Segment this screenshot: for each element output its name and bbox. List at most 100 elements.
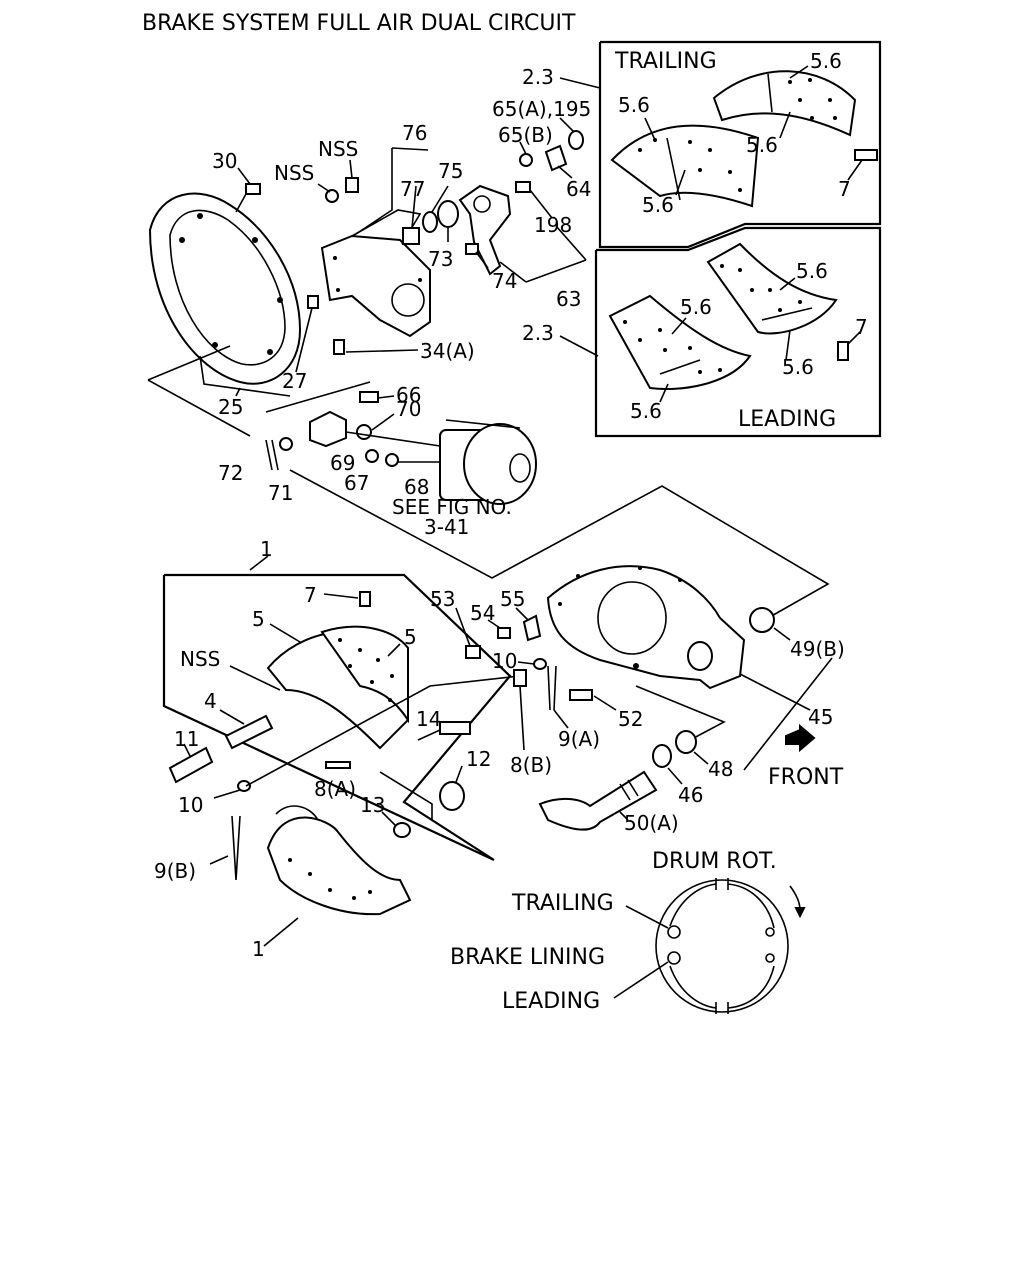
stud-8b-icon xyxy=(513,669,527,687)
leading-lining-right xyxy=(706,242,838,335)
callout-trailing-5-6-a: 5.6 xyxy=(810,49,842,73)
washer-68-icon xyxy=(385,453,399,467)
callout-64: 64 xyxy=(566,177,591,201)
callout-8a: 8(A) xyxy=(314,777,356,801)
callout-leading-7: 7 xyxy=(855,315,868,339)
retainer-13-icon xyxy=(393,822,411,838)
callout-11: 11 xyxy=(174,727,199,751)
washer-65b-icon xyxy=(519,153,533,167)
seal-75-icon xyxy=(422,211,438,233)
drum-rot-label: DRUM ROT. xyxy=(652,849,777,874)
callout-55: 55 xyxy=(500,587,525,611)
callout-52: 52 xyxy=(618,707,643,731)
brake-lining-label: BRAKE LINING xyxy=(450,945,605,970)
callout-7: 7 xyxy=(304,583,317,607)
callout-nss-1: NSS xyxy=(318,137,358,161)
leading-lining-left xyxy=(608,294,752,391)
front-arrow-icon xyxy=(785,723,816,753)
callout-77: 77 xyxy=(400,177,425,201)
callout-70: 70 xyxy=(396,397,421,421)
callout-72: 72 xyxy=(218,461,243,485)
callout-73: 73 xyxy=(428,247,453,271)
callout-71: 71 xyxy=(268,481,293,505)
see-fig-label: SEE FIG NO. xyxy=(392,495,512,519)
spring-9a-icon xyxy=(547,665,557,711)
callout-46: 46 xyxy=(678,783,703,807)
callout-trailing-5-6-b: 5.6 xyxy=(618,93,650,117)
callout-13: 13 xyxy=(360,793,385,817)
pin-11 xyxy=(168,746,214,784)
brake-chamber-area: 66 70 72 71 69 67 68 SEE FIG NO. 3-41 xyxy=(218,383,830,619)
anchor-pin-4 xyxy=(224,714,274,750)
callout-9a: 9(A) xyxy=(558,727,600,751)
trailing-lining-right xyxy=(712,70,857,137)
callout-14: 14 xyxy=(416,707,441,731)
bolt-198-icon xyxy=(515,181,531,193)
brake-shoe-assembly-1 xyxy=(266,816,412,916)
rivet-7-icon xyxy=(359,591,371,607)
callout-trailing-5-6-d: 5.6 xyxy=(642,193,674,217)
callout-65b: 65(B) xyxy=(498,123,553,147)
callout-8b: 8(B) xyxy=(510,753,552,777)
callout-trailing-5-6-c: 5.6 xyxy=(746,133,778,157)
trailing-rivet-icon xyxy=(854,149,878,161)
pin-27-icon xyxy=(307,295,319,309)
seal-46-icon xyxy=(652,744,672,768)
callout-1-bottom: 1 xyxy=(252,937,265,961)
callout-66: 66 xyxy=(396,383,421,407)
callout-2-3-top: 2.3 xyxy=(522,65,554,89)
callout-9b: 9(B) xyxy=(154,859,196,883)
callout-63: 63 xyxy=(556,287,581,311)
seal-48-icon xyxy=(675,730,697,754)
spider-housing-45: 49(B) 45 xyxy=(546,565,845,771)
camshaft-bracket xyxy=(320,234,431,338)
bushing-65a-icon xyxy=(568,130,584,150)
callout-45: 45 xyxy=(808,705,833,729)
backing-plate xyxy=(148,192,302,385)
shoe-assembly-panel: 1 7 5 5 NSS 4 11 10 10 14 xyxy=(162,537,547,861)
callout-2-3-mid: 2.3 xyxy=(522,321,554,345)
washer-10-icon xyxy=(237,780,251,792)
callout-leading-5-6-d: 5.6 xyxy=(630,399,662,423)
bolt-66-icon xyxy=(359,391,379,403)
callout-198: 198 xyxy=(534,213,572,237)
callout-trailing-7: 7 xyxy=(838,177,851,201)
rotation-arrow-icon xyxy=(794,907,806,919)
camshaft-50a xyxy=(538,770,658,831)
callout-49b: 49(B) xyxy=(790,637,845,661)
nss-washer-icon xyxy=(325,189,339,203)
clevis-69 xyxy=(309,410,347,448)
callout-76: 76 xyxy=(402,121,427,145)
front-label: FRONT xyxy=(768,765,844,790)
spring-9b-icon xyxy=(231,815,241,881)
bushing-49b-icon xyxy=(749,607,775,633)
bolt-53-icon xyxy=(465,645,481,659)
callout-leading-5-6-a: 5.6 xyxy=(796,259,828,283)
inset-trailing-label: TRAILING xyxy=(511,891,614,916)
cotter-pin-72-icon xyxy=(265,439,279,471)
brake-chamber-housing xyxy=(463,423,537,505)
fig-number-label: 3-41 xyxy=(424,515,469,539)
nss-bolt-icon xyxy=(345,177,359,193)
callout-54: 54 xyxy=(470,601,495,625)
bolt-34a-icon xyxy=(333,339,345,355)
callout-68: 68 xyxy=(404,475,429,499)
inset-leading-label: LEADING xyxy=(502,989,600,1014)
nut-70-icon xyxy=(356,424,372,440)
bolt-30-icon xyxy=(245,183,261,195)
roller-pin-14 xyxy=(439,721,471,735)
roller-12 xyxy=(439,781,465,811)
callout-67: 67 xyxy=(344,471,369,495)
callout-4: 4 xyxy=(204,689,217,713)
leading-rivet-icon xyxy=(837,341,849,361)
shoe-lining-right xyxy=(320,625,409,724)
callout-leading-5-6-c: 5.6 xyxy=(782,355,814,379)
bolt-52-icon xyxy=(569,689,593,701)
callout-leading-5-6-b: 5.6 xyxy=(680,295,712,319)
washer-73-icon xyxy=(437,200,459,228)
nut-67-icon xyxy=(365,449,379,463)
spider-bore xyxy=(687,641,713,671)
plate-54-icon xyxy=(497,627,511,639)
trailing-lining-left xyxy=(610,124,760,208)
leading-shoe-panel: LEADING 5.6 5.6 5.6 5.6 7 xyxy=(594,226,882,438)
